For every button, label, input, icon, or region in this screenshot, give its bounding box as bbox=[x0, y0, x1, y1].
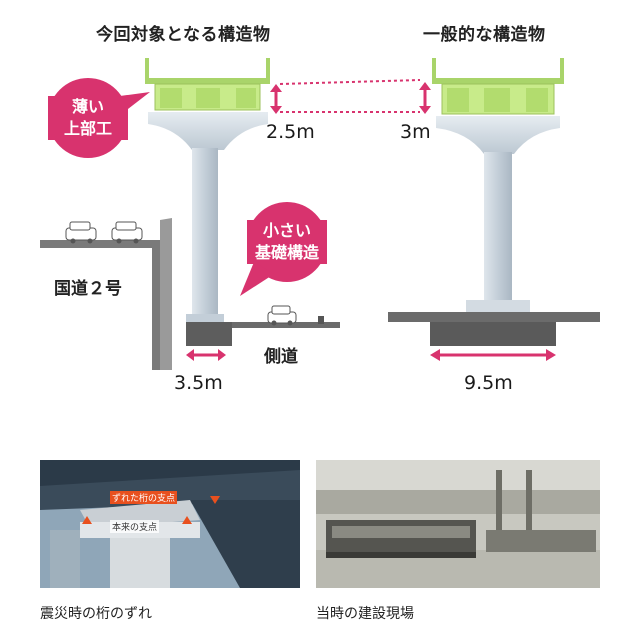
left-pier-column bbox=[192, 148, 218, 316]
small-foundation-line2: 基礎構造 bbox=[254, 243, 319, 262]
thin-deck-bubble: 薄い 上部工 bbox=[48, 96, 128, 140]
original-support-annotation: 本来の支点 bbox=[110, 520, 160, 533]
right-pier-cap bbox=[436, 116, 560, 154]
construction-site-photo bbox=[316, 460, 600, 588]
left-ground bbox=[40, 218, 340, 370]
girder-shift-photo: ずれた桁の支点 本来の支点 bbox=[40, 460, 300, 588]
thin-deck-line1: 薄い bbox=[71, 97, 104, 116]
right-structure-title: 一般的な構造物 bbox=[423, 25, 546, 45]
side-road-label: 側道 bbox=[264, 347, 298, 367]
thin-deck-line2: 上部工 bbox=[63, 119, 112, 138]
construction-site-image bbox=[316, 460, 600, 588]
tram-icon bbox=[326, 520, 476, 558]
girder-shift-caption: 震災時の桁のずれ bbox=[40, 606, 152, 622]
dimension-arrows bbox=[186, 79, 556, 361]
car-icon bbox=[267, 305, 297, 326]
left-structure-title: 今回対象となる構造物 bbox=[96, 25, 271, 45]
left-structure bbox=[145, 58, 270, 322]
small-foundation-bubble: 小さい 基礎構造 bbox=[247, 220, 327, 264]
right-deck bbox=[432, 58, 564, 115]
right-pier-column bbox=[484, 152, 512, 302]
left-deck-height-label: 2.5m bbox=[266, 121, 315, 143]
shifted-support-annotation: ずれた桁の支点 bbox=[110, 491, 178, 504]
right-ground bbox=[388, 312, 600, 346]
structure-comparison-diagram bbox=[40, 58, 600, 370]
right-footing-width-label: 9.5m bbox=[464, 372, 513, 394]
girder-shift-image bbox=[40, 460, 300, 588]
national-route-label: 国道２号 bbox=[54, 279, 122, 299]
left-pier-cap bbox=[148, 112, 268, 150]
car-icon bbox=[111, 221, 143, 244]
left-footing-width-label: 3.5m bbox=[174, 372, 223, 394]
construction-site-caption: 当時の建設現場 bbox=[316, 606, 414, 622]
small-foundation-line1: 小さい bbox=[262, 221, 311, 240]
right-deck-height-label: 3m bbox=[400, 121, 431, 143]
car-icon bbox=[65, 221, 97, 244]
left-deck bbox=[145, 58, 270, 111]
right-structure bbox=[432, 58, 564, 322]
